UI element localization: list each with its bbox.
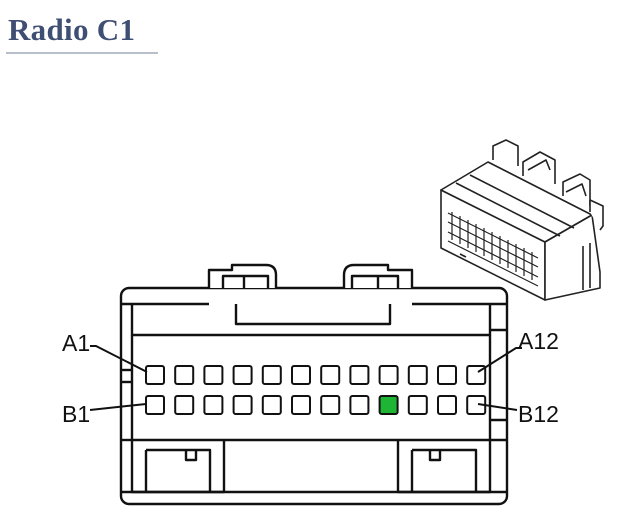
pin-cavity-b11	[437, 395, 457, 415]
diagram-title: Radio C1	[8, 12, 136, 47]
label-b1: B1	[62, 401, 90, 427]
pin-cavity-b8	[349, 395, 370, 415]
label-a1: A1	[62, 330, 90, 356]
pin-cavity-a5	[261, 365, 282, 385]
leader-line-a1	[90, 345, 148, 373]
title-underline	[6, 52, 158, 54]
label-a12: A12	[518, 328, 559, 354]
leader-line-b1	[89, 403, 147, 411]
pin-cavity-b2	[174, 395, 195, 415]
leader-line-b12	[477, 403, 518, 411]
pin-cavity-b1	[145, 395, 165, 415]
pin-cavity-a10	[407, 365, 428, 385]
pin-cavity-a8	[349, 365, 370, 385]
pin-cavity-a2	[174, 365, 195, 385]
pin-cavity-a11	[437, 365, 457, 385]
pin-cavity-a7	[320, 365, 341, 385]
pin-cavity-b10	[407, 395, 428, 415]
pin-cavity-a9	[378, 365, 399, 385]
pin-cavity-a6	[291, 365, 311, 385]
leader-line-a12	[477, 347, 522, 373]
pin-cavity-b5	[261, 395, 282, 415]
connector-3d-illustration	[440, 139, 604, 301]
pin-cavity-a4	[232, 365, 253, 385]
pin-cavity-b6	[291, 395, 311, 415]
pin-cavity-b9	[378, 395, 399, 415]
pin-cavity-a3	[203, 365, 224, 385]
leader-lines	[89, 345, 522, 411]
pin-cavity-a1	[145, 365, 165, 385]
pin-cavity-b7	[320, 395, 341, 415]
label-b12: B12	[518, 401, 559, 427]
pin-cavity-b4	[232, 395, 253, 415]
pin-cavity-grid	[145, 365, 487, 415]
pin-cavity-b3	[203, 395, 224, 415]
connector-face-outline	[119, 263, 509, 506]
